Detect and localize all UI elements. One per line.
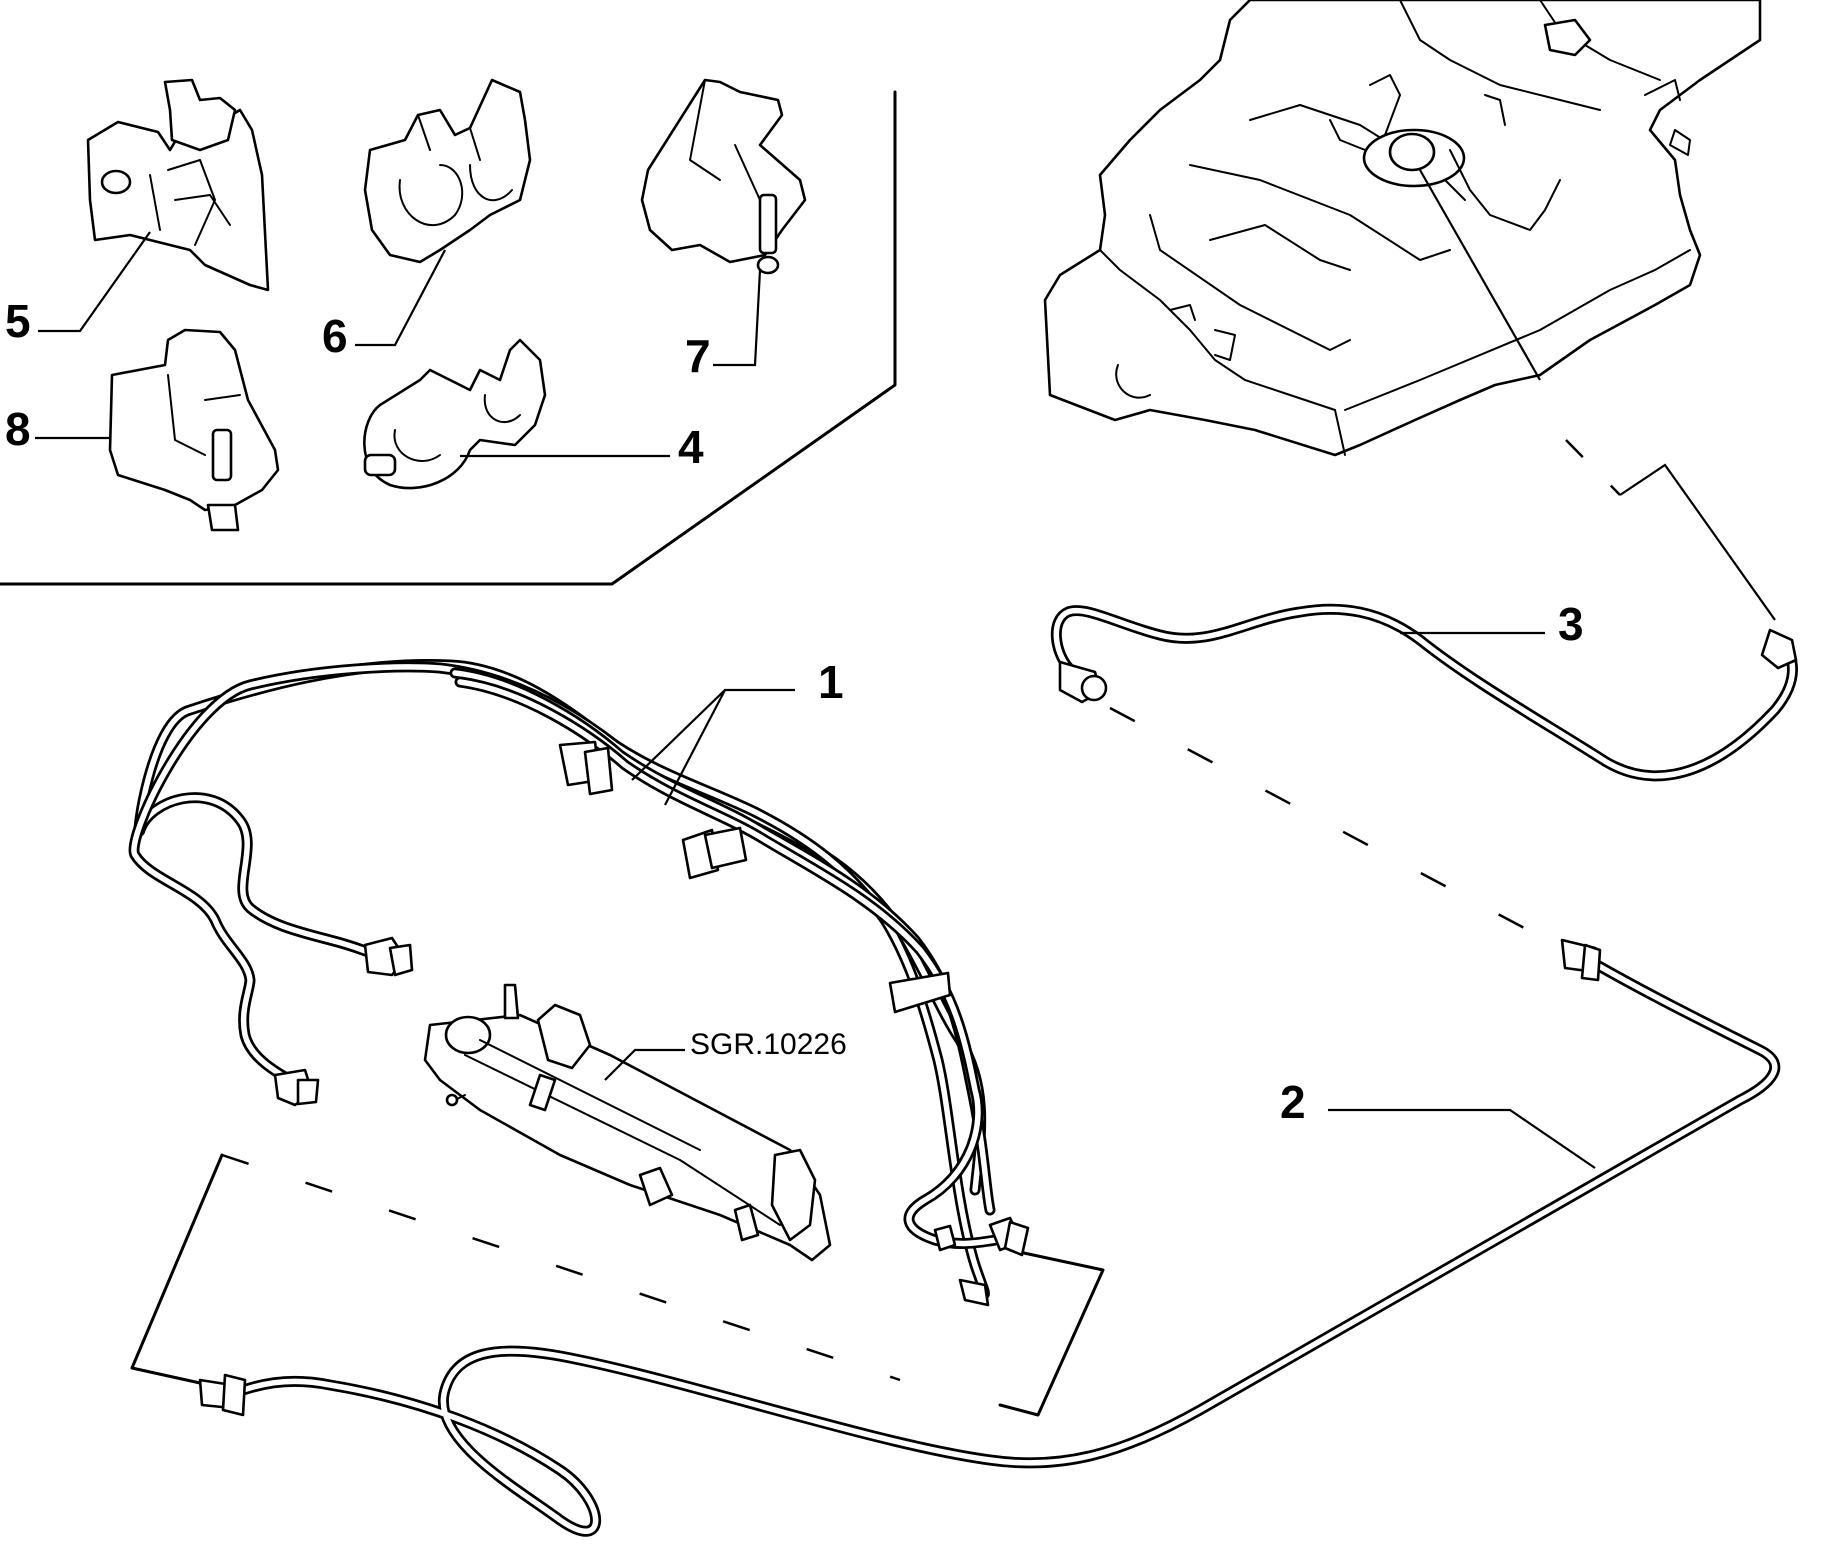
clip-part-6 [363,78,532,264]
reference-label: SGR.10226 [690,1028,847,1061]
clip-part-7 [640,78,807,275]
fuel-pipe-2 [198,938,1781,1537]
pipe-3-to-2-dash [1109,706,1561,949]
callout-1: 1 [818,656,844,708]
injector-fuel-rail [423,983,832,1262]
fuel-pipe-bundle-1 [128,658,1030,1307]
callout-2: 2 [1280,1076,1306,1128]
fuel-tank [1043,0,1762,457]
clip-part-4 [363,338,547,490]
tank-connection-leader [1419,169,1776,621]
callout-4: 4 [678,421,704,473]
callout-6: 6 [322,310,348,362]
fuel-pipe-3 [1050,603,1798,782]
rail-frame [130,1153,1105,1417]
callout-5: 5 [5,295,31,347]
callout-3: 3 [1558,598,1584,650]
callout-labels: 1 2 3 4 5 6 7 8 SGR.10226 [5,295,1584,1128]
clip-part-5 [86,78,270,292]
clip-leader-lines [35,231,762,458]
clip-part-8 [108,328,280,532]
callout-8: 8 [5,403,31,455]
pipe-leader-lines [604,631,1596,1169]
clip-detail-panel [0,90,897,586]
callout-7: 7 [685,330,711,382]
